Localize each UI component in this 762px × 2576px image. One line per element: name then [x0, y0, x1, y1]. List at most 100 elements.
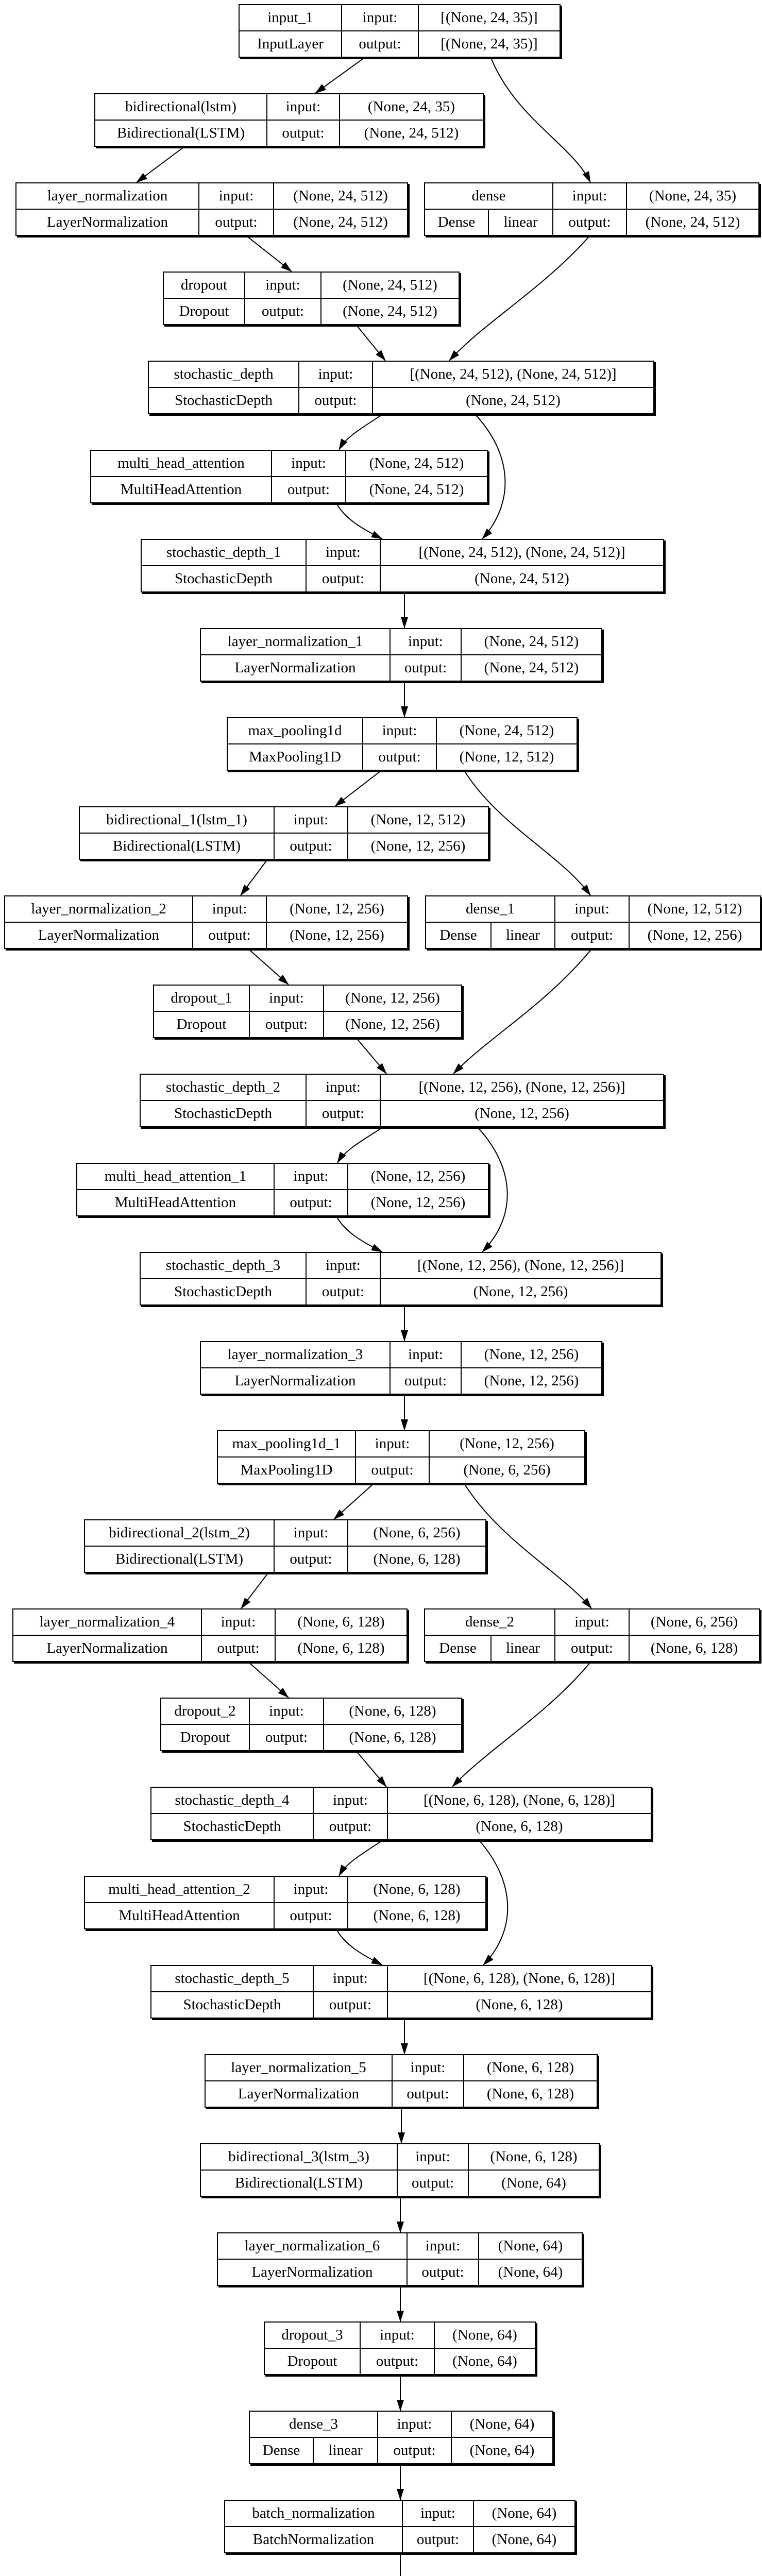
edge-arrow — [136, 145, 186, 183]
edge-arrow — [449, 234, 591, 361]
shape-value: (None, 12, 256) — [266, 922, 408, 949]
shape-value: (None, 12, 256) — [380, 1278, 662, 1306]
shape-value: [(None, 24, 512), (None, 24, 512)] — [372, 361, 654, 388]
io-label: input: — [306, 539, 381, 566]
io-label: output: — [266, 120, 340, 147]
shape-value: (None, 12, 256) — [429, 1430, 585, 1458]
shape-value: (None, 24, 512) — [372, 387, 654, 414]
io-label: input: — [274, 1519, 348, 1547]
io-label: output: — [306, 1100, 381, 1127]
activation-fn: linear — [490, 1635, 555, 1662]
layer-class: LayerNormalization — [205, 2080, 393, 2108]
edge-arrow — [240, 858, 268, 896]
shape-value: (None, 24, 512) — [273, 182, 408, 210]
layer-name: stochastic_depth_5 — [150, 1965, 314, 1992]
shape-value: [(None, 12, 256), (None, 12, 256)] — [380, 1252, 662, 1279]
io-label: output: — [192, 922, 267, 949]
io-label: input: — [201, 1608, 276, 1636]
io-label: output: — [360, 2348, 435, 2375]
shape-value: (None, 24, 512) — [461, 628, 602, 655]
shape-value: (None, 64) — [478, 2259, 583, 2286]
shape-value: (None, 24, 512) — [380, 565, 664, 592]
edge-arrow — [453, 947, 593, 1074]
layer-name: bidirectional_3(lstm_3) — [200, 2143, 398, 2171]
io-label: input: — [306, 1252, 381, 1279]
io-label: input: — [390, 1341, 462, 1368]
shape-value: (None, 12, 256) — [266, 895, 408, 923]
layer-name: dropout — [163, 272, 245, 299]
io-label: input: — [249, 985, 324, 1012]
io-label: input: — [552, 182, 627, 210]
layer-name: stochastic_depth — [148, 361, 299, 388]
layer-name: max_pooling1d_1 — [217, 1430, 356, 1458]
layer-class: BatchNormalization — [224, 2526, 403, 2553]
io-label: output: — [390, 654, 462, 682]
edge-arrow — [334, 769, 383, 807]
io-label: input: — [360, 2321, 435, 2349]
edge-arrow — [245, 234, 292, 272]
shape-value: (None, 24, 35) — [339, 93, 484, 121]
shape-value: (None, 24, 512) — [345, 476, 488, 503]
io-label: output: — [244, 298, 321, 325]
shape-value: (None, 12, 256) — [461, 1341, 602, 1368]
layer-name: dense — [424, 182, 553, 210]
layer-class: StochasticDepth — [150, 1991, 314, 2019]
shape-value: (None, 6, 128) — [463, 2054, 598, 2081]
node-bidirectional_lstm: bidirectional(lstm)input:(None, 24, 35)B… — [94, 93, 484, 147]
shape-value: (None, 12, 256) — [347, 833, 489, 860]
layer-class: Dense — [249, 2437, 314, 2464]
io-label: output: — [274, 833, 348, 860]
shape-value: (None, 6, 128) — [347, 1902, 486, 1929]
layer-class: Dense — [425, 922, 492, 949]
io-label: input: — [298, 361, 373, 388]
layer-class: StochasticDepth — [140, 1278, 307, 1306]
activation-fn: linear — [490, 922, 555, 949]
edge-arrow — [335, 1928, 383, 1965]
io-label: output: — [306, 1278, 381, 1306]
layer-name: multi_head_attention — [90, 450, 272, 477]
shape-value: (None, 6, 256) — [347, 1519, 486, 1547]
io-label: output: — [341, 30, 419, 58]
io-label: input: — [198, 182, 274, 210]
io-label: input: — [313, 1787, 388, 1814]
io-label: input: — [274, 1163, 348, 1190]
edge-arrow — [355, 1750, 387, 1787]
edge-arrow — [247, 947, 289, 985]
layer-name: bidirectional_2(lstm_2) — [84, 1519, 275, 1547]
shape-value: (None, 24, 512) — [339, 120, 484, 147]
shape-value: (None, 12, 512) — [436, 743, 578, 771]
shape-value: (None, 6, 128) — [463, 2080, 598, 2108]
layer-class: MaxPooling1D — [217, 1456, 356, 1484]
io-label: output: — [198, 209, 274, 236]
io-label: output: — [298, 387, 373, 414]
layer-name: layer_normalization_3 — [200, 1341, 391, 1368]
layer-name: dropout_2 — [160, 1698, 250, 1725]
shape-value: (None, 6, 128) — [387, 1813, 652, 1840]
shape-value: (None, 6, 128) — [629, 1635, 760, 1662]
layer-class: MultiHeadAttention — [84, 1902, 275, 1929]
io-label: input: — [244, 272, 321, 299]
edge-arrow — [333, 1482, 375, 1520]
layer-name: stochastic_depth_2 — [140, 1074, 307, 1101]
layer-class: Bidirectional(LSTM) — [94, 120, 267, 147]
layer-name: dropout_3 — [264, 2321, 361, 2349]
io-label: input: — [249, 1698, 324, 1725]
layer-name: stochastic_depth_1 — [141, 539, 307, 566]
io-label: input: — [266, 93, 340, 121]
layer-name: stochastic_depth_4 — [150, 1787, 314, 1814]
shape-value: [(None, 6, 128), (None, 6, 128)] — [387, 1965, 652, 1992]
layer-class: MultiHeadAttention — [76, 1189, 275, 1216]
